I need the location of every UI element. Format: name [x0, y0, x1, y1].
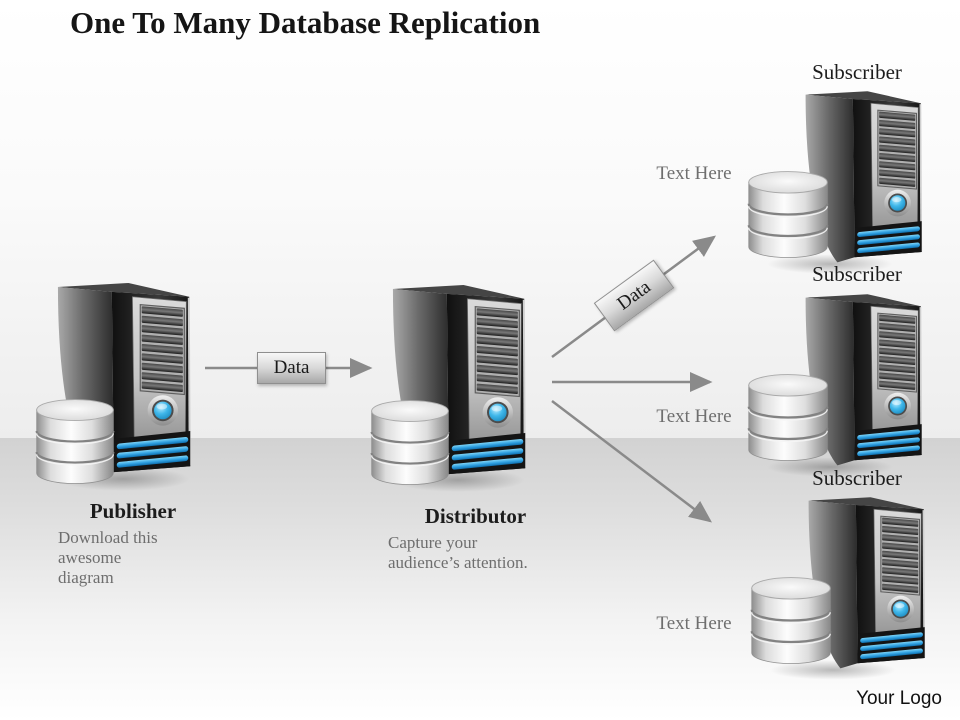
subscriber2-note: Text Here — [656, 406, 732, 427]
data-label-pub-dist: Data — [257, 352, 326, 384]
distributor-label: Distributor — [424, 504, 527, 528]
publisher-database-icon — [33, 398, 117, 486]
subscriber3-label: Subscriber — [812, 466, 902, 490]
distributor-database-icon — [368, 399, 452, 487]
slide-title: One To Many Database Replication — [70, 5, 541, 40]
logo-text: Your Logo — [856, 688, 942, 709]
subscriber3-note: Text Here — [656, 613, 732, 634]
subscriber3-database-icon — [748, 576, 834, 666]
subscriber1-database-icon — [745, 170, 831, 260]
subscriber1-label: Subscriber — [812, 60, 902, 84]
subscriber1-note: Text Here — [656, 163, 732, 184]
subscriber2-label: Subscriber — [812, 262, 902, 286]
subscriber2-database-icon — [745, 373, 831, 463]
publisher-text-block: Publisher Download this awesome diagram — [58, 499, 208, 588]
publisher-label: Publisher — [89, 499, 177, 523]
distributor-text-block: Distributor Capture your audience’s atte… — [388, 504, 563, 573]
distributor-description: Capture your audience’s attention. — [388, 533, 528, 573]
publisher-description: Download this awesome diagram — [58, 528, 158, 588]
